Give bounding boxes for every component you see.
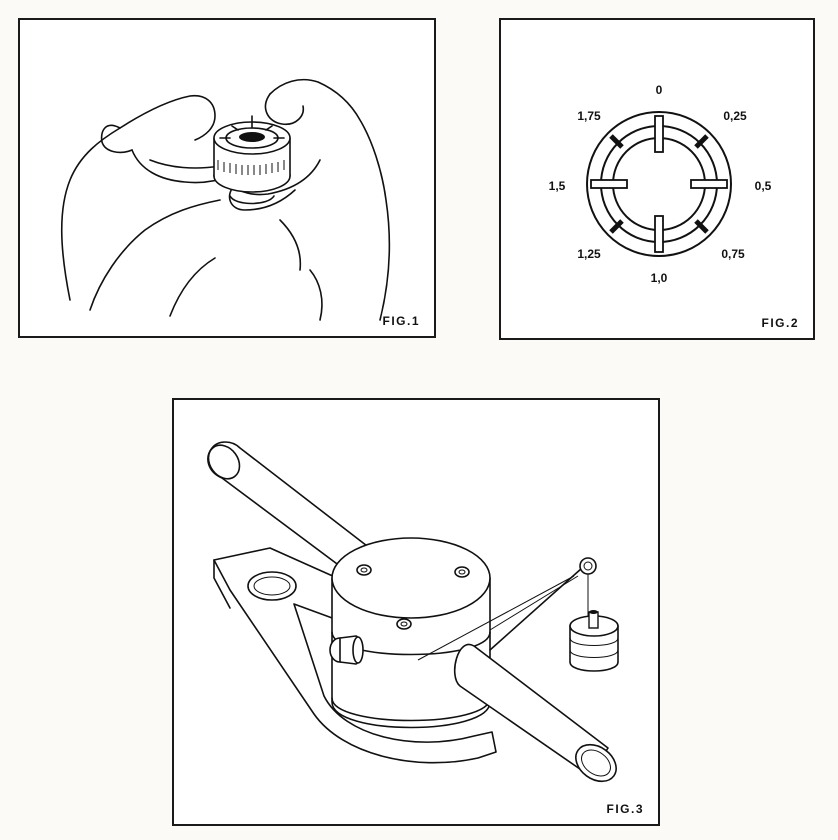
scale-label-1-75: 1,75 [577,109,601,123]
scale-label-0-25: 0,25 [723,109,747,123]
figure-1-panel: FIG.1 [18,18,436,338]
scale-label-0-5: 0,5 [754,179,772,193]
figure-3-panel: FIG.3 [172,398,660,826]
hands-adjusting-ring-illustration [60,78,391,321]
scale-label-0-75: 0,75 [721,247,745,261]
scale-ring-diagram [586,111,732,257]
figure-2-caption: FIG.2 [761,316,799,330]
figure-3-caption: FIG.3 [606,802,644,816]
scale-label-1-5: 1,5 [548,179,566,193]
scale-label-0: 0 [655,83,663,97]
scale-label-1-25: 1,25 [577,247,601,261]
figure-2-panel: 0 0,25 0,5 0,75 1,0 1,25 1,5 1,75 FIG.2 [499,18,815,340]
tonearm-counterweight-illustration [207,441,619,783]
figure-1-caption: FIG.1 [382,314,420,328]
scale-label-1-0: 1,0 [650,271,668,285]
